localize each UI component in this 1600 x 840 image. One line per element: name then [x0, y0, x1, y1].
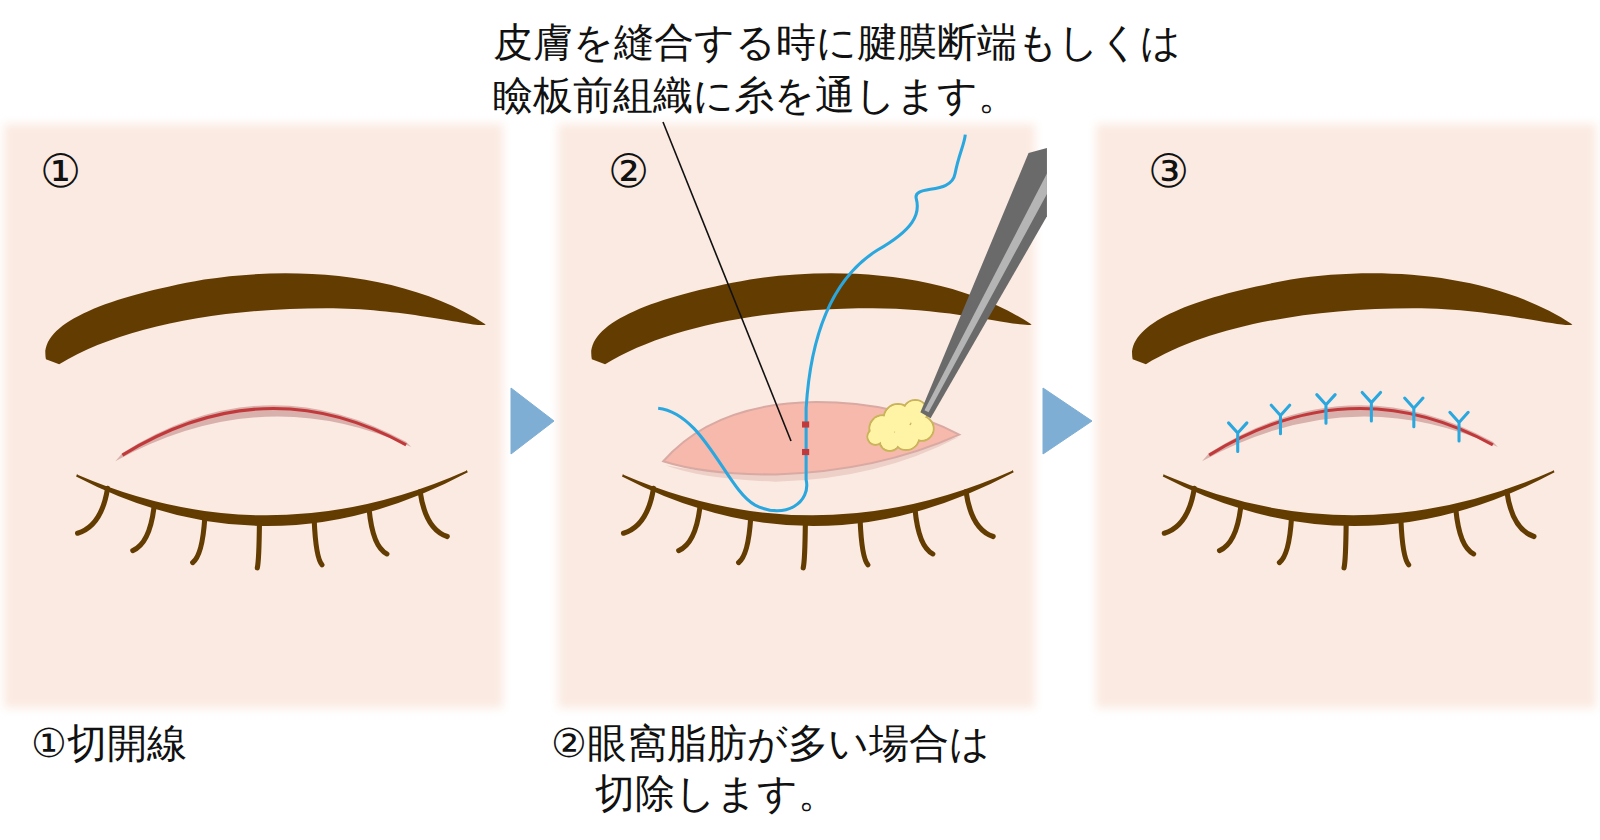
leader-line [663, 122, 791, 441]
open-wound [658, 135, 1047, 511]
eyelash [860, 520, 868, 565]
panel-ground [4, 124, 503, 708]
step-panel: ③ [1092, 120, 1600, 712]
incision [115, 405, 411, 461]
eyebrow [1132, 273, 1572, 364]
stitch [1362, 392, 1380, 421]
panel-grounds [4, 124, 1596, 708]
eyelash [1401, 520, 1409, 565]
stitch [1450, 412, 1468, 441]
step-number: ② [608, 146, 649, 197]
panel-ground [558, 124, 1035, 708]
callout-note: 皮膚を縫合する時に腱膜断端もしくは 瞼板前組織に糸を通します。 [493, 16, 1238, 122]
eyelash [1164, 488, 1194, 533]
eyelid [77, 471, 468, 525]
panel-ground [1096, 124, 1596, 708]
eyebrow [45, 273, 485, 364]
eyelash [193, 518, 205, 563]
eyelash [1279, 518, 1291, 563]
eyelid [622, 471, 1013, 525]
eyelash [623, 488, 653, 533]
stitch [1271, 405, 1289, 434]
suture-thread [658, 135, 965, 511]
eyelash [679, 506, 700, 551]
eyelash [1220, 506, 1241, 551]
step-number: ③ [1148, 146, 1189, 197]
eyelash [803, 523, 805, 568]
step-number: ① [40, 146, 81, 197]
eyelid [1163, 471, 1554, 525]
eye [1132, 273, 1572, 567]
eyelash [1456, 509, 1474, 554]
eyelash [257, 523, 259, 568]
step-panel: ①①切開線 [0, 120, 507, 712]
eyelash [739, 518, 751, 563]
eyelash [915, 509, 933, 554]
step-caption: ②眼窩脂肪が多い場合は 切除します。 [551, 718, 1135, 818]
eyelash [420, 492, 447, 537]
stitch [1317, 395, 1335, 424]
incision [1202, 405, 1498, 461]
eyelash [966, 492, 993, 537]
eyelash [369, 509, 387, 554]
eyelash [1344, 523, 1346, 568]
eyelash [1507, 492, 1534, 537]
step-arrow [1043, 388, 1092, 454]
eyelash [78, 488, 108, 533]
eyelash [314, 520, 322, 565]
stitches [1229, 392, 1469, 451]
step-caption: ①切開線 [31, 718, 395, 768]
step-panel: ②②眼窩脂肪が多い場合は 切除します。 [554, 120, 1039, 712]
stitch [1229, 423, 1247, 452]
step-arrow [511, 388, 554, 454]
eye-drawings [45, 135, 1572, 568]
stitch [1405, 398, 1423, 427]
forceps [920, 148, 1047, 418]
eyelash [133, 506, 154, 551]
eye [45, 273, 485, 567]
